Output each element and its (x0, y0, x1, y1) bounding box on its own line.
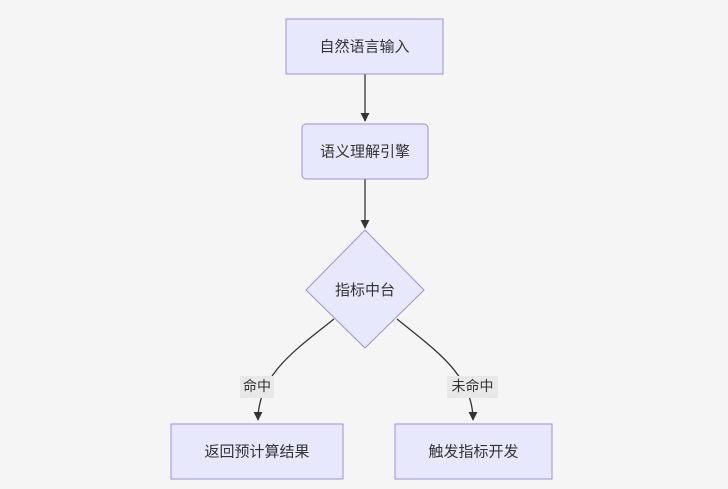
node-metrics-platform-decision[interactable]: 指标中台 (305, 229, 425, 349)
node-label: 语义理解引擎 (320, 143, 410, 161)
node-label: 自然语言输入 (319, 38, 409, 56)
edge-line (396, 318, 478, 421)
edge-line (253, 318, 335, 421)
node-semantic-engine[interactable]: 语义理解引擎 (301, 123, 429, 180)
edge-label-miss: 未命中 (452, 378, 494, 395)
edge-platform-to-return: 命中 (240, 318, 335, 421)
node-label: 触发指标开发 (428, 443, 518, 461)
edge-label-bg (447, 376, 498, 398)
edge-label-bg (240, 376, 274, 398)
node-return-result[interactable]: 返回预计算结果 (170, 423, 344, 480)
node-box (394, 423, 553, 480)
node-natural-language-input[interactable]: 自然语言输入 (285, 18, 444, 75)
edge-platform-to-trigger: 未命中 (396, 318, 498, 421)
decision-diamond (305, 229, 425, 349)
node-box (285, 18, 444, 75)
node-box (301, 123, 429, 180)
node-box (170, 423, 344, 480)
node-trigger-development[interactable]: 触发指标开发 (394, 423, 553, 480)
node-label: 指标中台 (335, 281, 395, 299)
edge-label-hit: 命中 (243, 378, 271, 395)
node-label: 返回预计算结果 (204, 443, 309, 461)
